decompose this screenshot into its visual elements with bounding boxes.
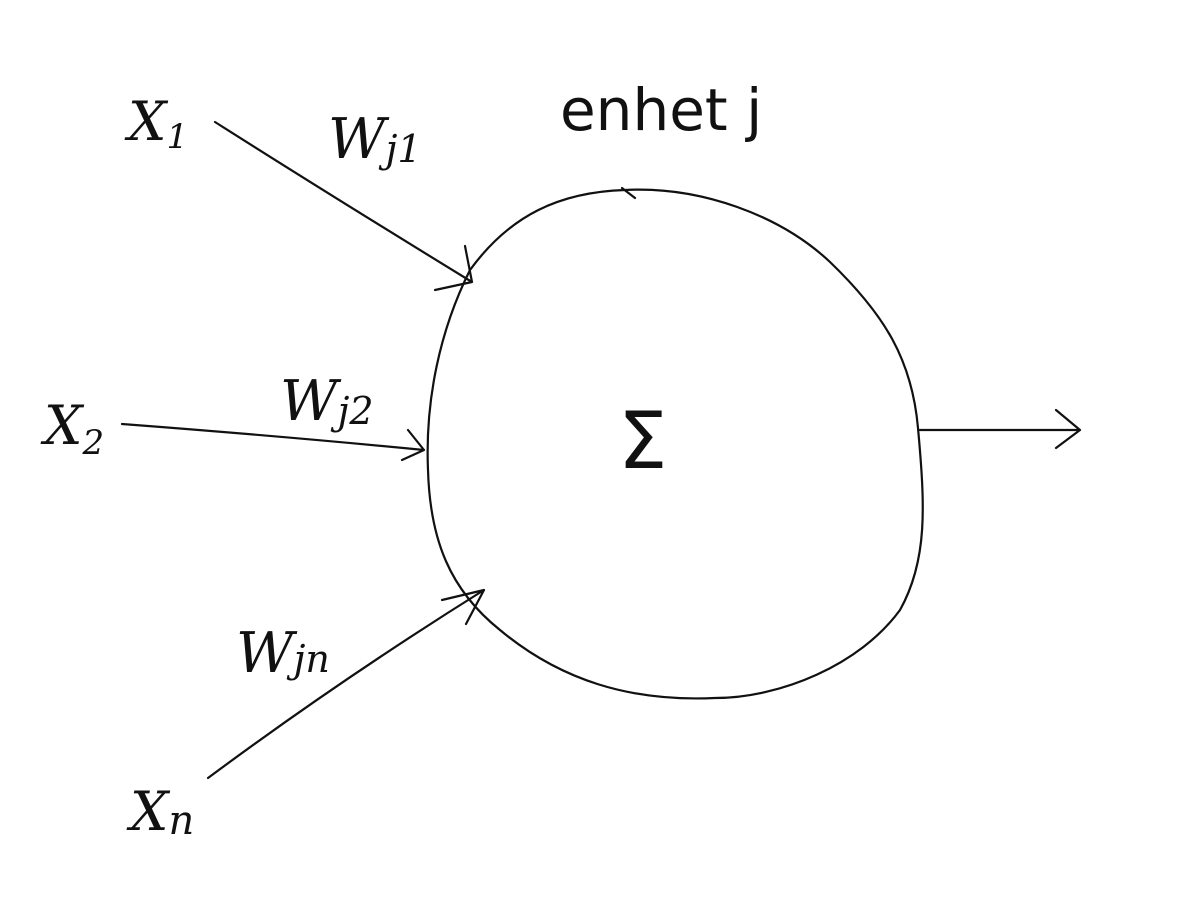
input-label-1: X1 <box>124 90 188 157</box>
circle-top-tick <box>620 186 637 200</box>
weight-label-n: Wjn <box>236 621 330 686</box>
weight-label-2: Wj2 <box>280 369 374 434</box>
input-arrow-n <box>206 588 486 780</box>
input-label-2: X2 <box>40 394 104 463</box>
unit-label: enhet j <box>560 76 762 144</box>
output-arrow <box>918 408 1082 450</box>
input-arrow-2 <box>120 422 426 462</box>
summation-symbol: Σ <box>618 397 667 487</box>
input-label-n: Xn <box>126 780 194 844</box>
input-arrow-1 <box>213 120 474 292</box>
neuron-unit-circle <box>426 188 924 700</box>
weight-label-1: Wj1 <box>328 107 422 172</box>
